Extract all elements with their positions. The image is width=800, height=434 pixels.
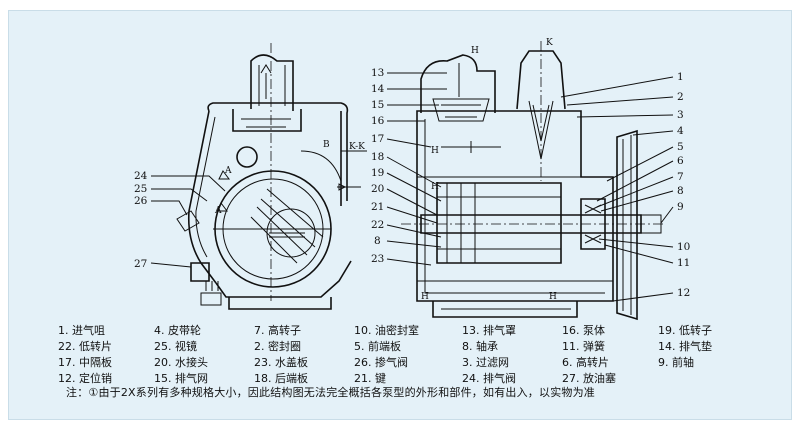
callout-3: 3	[677, 109, 684, 121]
callout-7: 7	[677, 171, 684, 183]
legend-item: 8. 轴承	[462, 340, 498, 353]
footnote: 注：①由于2X系列有多种规格大小，因此结构图无法完全概括各泵型的外形和部件，如有…	[66, 386, 595, 399]
callout-21: 21	[371, 201, 384, 213]
callout-24: 24	[134, 170, 148, 182]
callout-15: 15	[371, 99, 384, 111]
legend-item: 4. 皮带轮	[154, 324, 201, 337]
legend-item: 6. 高转片	[562, 356, 609, 369]
legend-item: 2. 密封圈	[254, 340, 301, 353]
legend-item: 14. 排气垫	[658, 340, 712, 353]
callout-6: 6	[677, 155, 684, 167]
callout-14: 14	[371, 83, 385, 95]
legend-item: 25. 视镜	[154, 340, 197, 353]
legend-item: 1. 进气咀	[58, 324, 105, 337]
section-mark-h-mid: H	[431, 182, 439, 192]
callout-8-mid: 8	[374, 235, 381, 247]
section-mark-kk: K-K	[349, 142, 365, 152]
callout-1: 1	[677, 71, 684, 83]
right-section-view: H K H H H H 13 14 15 16 17 18 19 20 21 2…	[371, 38, 690, 321]
callout-22: 22	[371, 219, 384, 231]
section-mark-h-top: H	[471, 46, 479, 56]
callout-20: 20	[371, 183, 384, 195]
section-mark-a1: A	[224, 166, 232, 176]
legend-item: 20. 水接头	[154, 356, 208, 369]
callout-18: 18	[371, 151, 384, 163]
legend-item: 23. 水盖板	[254, 356, 308, 369]
legend-item: 12. 定位销	[58, 372, 112, 385]
section-mark-h-left: H	[431, 146, 439, 156]
legend-item: 16. 泵体	[562, 324, 605, 337]
legend-item: 15. 排气网	[154, 372, 208, 385]
callout-2: 2	[677, 91, 684, 103]
section-mark-h-bottom2: H	[549, 292, 557, 302]
section-mark-a2: A	[214, 206, 222, 216]
legend-item: 24. 排气阀	[462, 372, 516, 385]
callout-17: 17	[371, 133, 384, 145]
callout-23: 23	[371, 253, 384, 265]
section-mark-b: B	[323, 140, 330, 150]
legend-item: 27. 放油塞	[562, 372, 616, 385]
callout-12: 12	[677, 287, 690, 299]
left-section-view: A A B K-K 24 25 26 27	[134, 43, 367, 310]
callout-4: 4	[677, 125, 684, 137]
callout-27: 27	[134, 258, 147, 270]
diagram-panel: A A B K-K 24 25 26 27	[8, 10, 792, 420]
callout-10: 10	[677, 241, 690, 253]
section-mark-k-top: K	[546, 38, 553, 48]
legend-item: 7. 高转子	[254, 324, 301, 337]
callout-8-right: 8	[677, 185, 684, 197]
section-mark-h-bottom: H	[421, 292, 429, 302]
legend-item: 17. 中隔板	[58, 356, 112, 369]
callout-9: 9	[677, 201, 684, 213]
callout-5: 5	[677, 141, 684, 153]
legend-item: 10. 油密封室	[354, 324, 419, 337]
callout-26: 26	[134, 195, 148, 207]
callout-16: 16	[371, 115, 385, 127]
legend-item: 5. 前端板	[354, 340, 401, 353]
legend-item: 11. 弹簧	[562, 340, 605, 353]
legend-item: 21. 键	[354, 372, 386, 385]
legend-item: 22. 低转片	[58, 340, 112, 353]
legend-item: 9. 前轴	[658, 356, 694, 369]
legend-item: 19. 低转子	[658, 324, 712, 337]
legend-item: 26. 掺气阀	[354, 356, 408, 369]
callout-11: 11	[677, 257, 690, 269]
callout-13: 13	[371, 67, 384, 79]
callout-19: 19	[371, 167, 384, 179]
legend-item: 13. 排气罩	[462, 324, 516, 337]
parts-legend: 1. 进气咀 4. 皮带轮 7. 高转子 10. 油密封室 13. 排气罩 16…	[58, 322, 750, 386]
callout-25: 25	[134, 183, 147, 195]
legend-item: 18. 后端板	[254, 372, 308, 385]
pump-structure-drawing: A A B K-K 24 25 26 27	[134, 38, 690, 321]
legend-item: 3. 过滤网	[462, 356, 509, 369]
